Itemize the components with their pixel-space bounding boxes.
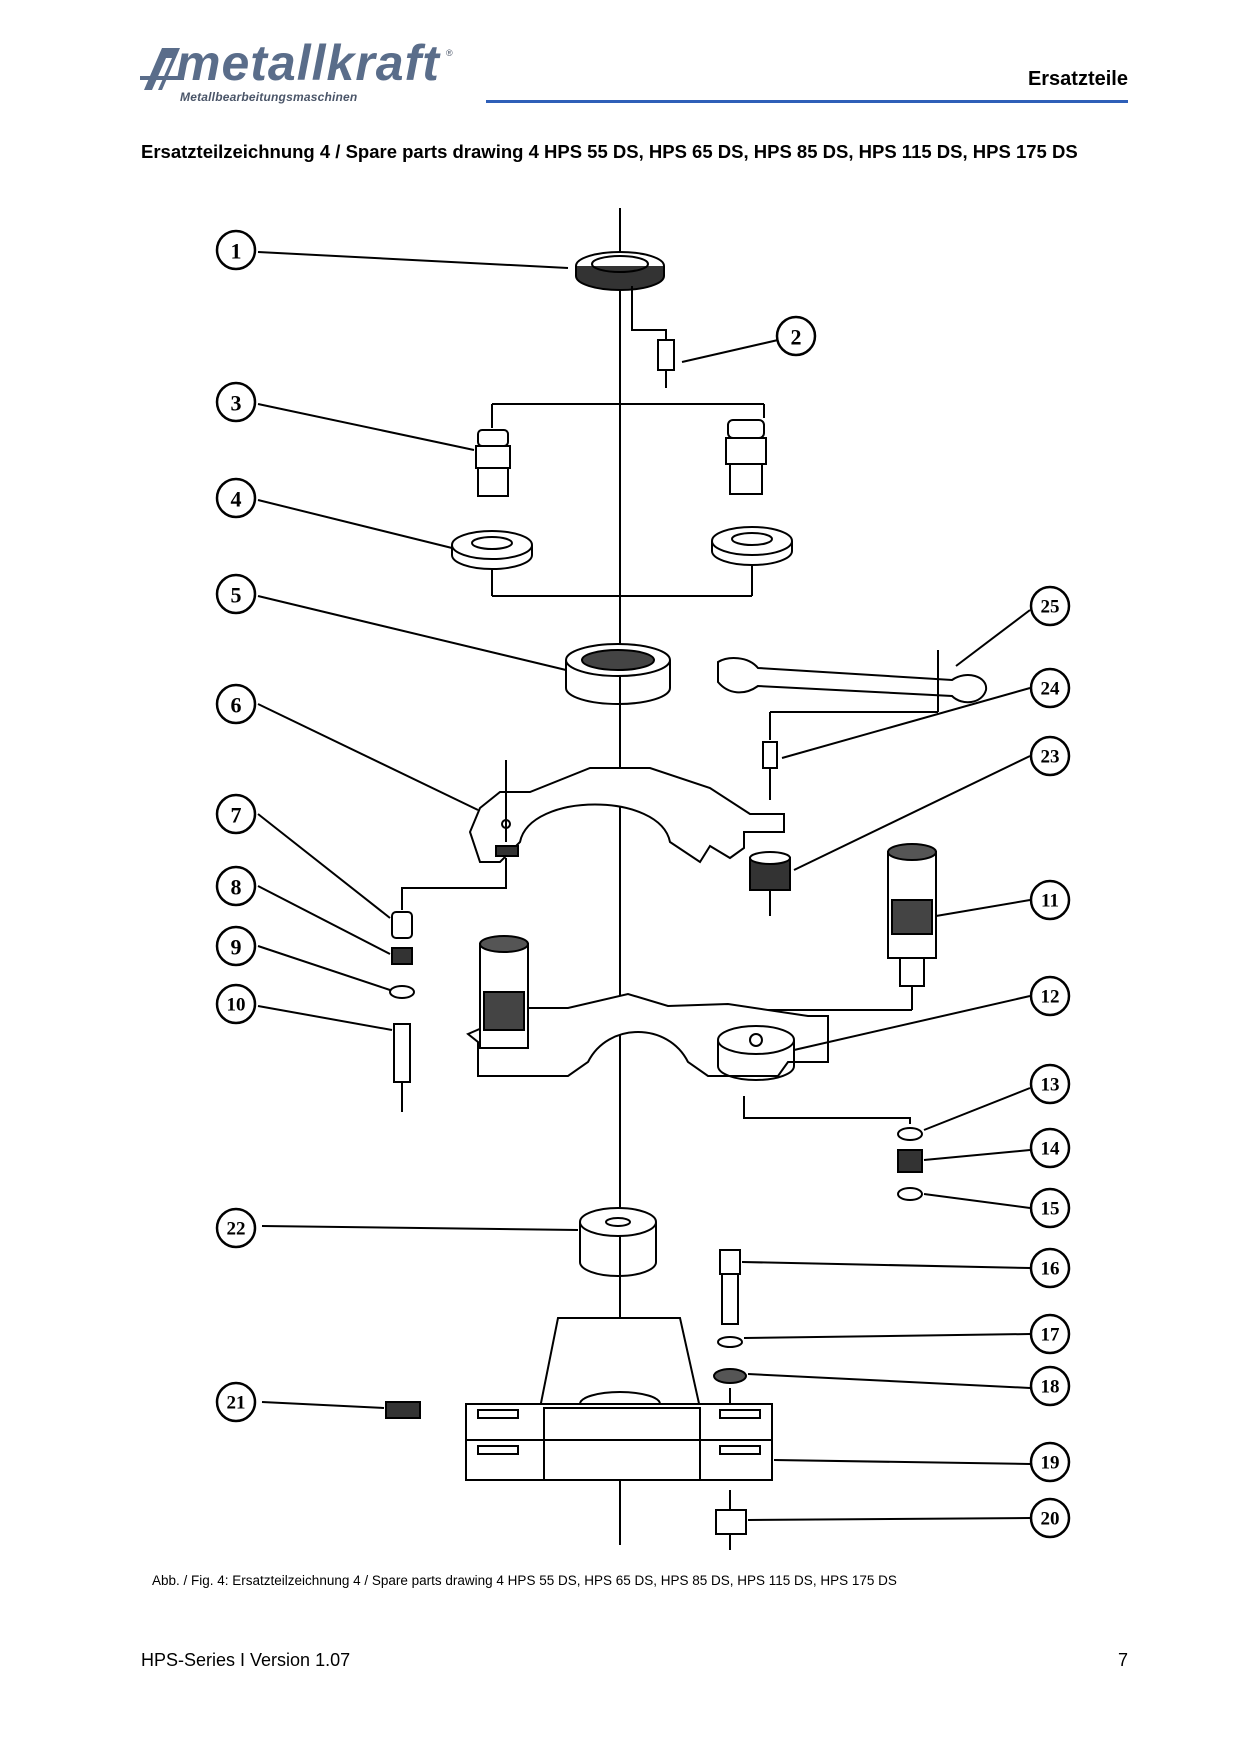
section-title: Ersatzteile xyxy=(1027,68,1128,90)
callout-22-circle xyxy=(215,1207,257,1249)
callout-1: 1 xyxy=(231,239,242,264)
callout-19-circle xyxy=(1029,1441,1071,1483)
callout-20: 20 xyxy=(1041,1509,1060,1530)
company-logo: metallkraft ® Metallbearbeitungsmaschine… xyxy=(140,38,470,106)
callout-18: 18 xyxy=(1041,1377,1060,1398)
footer-version: HPS-Series I Version 1.07 xyxy=(141,1650,351,1670)
callout-5-circle xyxy=(215,573,257,615)
callout-1-circle xyxy=(215,229,257,271)
callout-13: 13 xyxy=(1041,1075,1060,1096)
callout-15: 15 xyxy=(1041,1199,1060,1220)
logo-wordmark: metallkraft xyxy=(176,35,440,91)
logo-subtitle: Metallbearbeitungsmaschinen xyxy=(180,90,358,104)
callout-3-circle xyxy=(215,381,257,423)
callout-9-circle xyxy=(215,925,257,967)
figure-caption: Abb. / Fig. 4: Ersatzteilzeichnung 4 / S… xyxy=(152,1573,897,1588)
callout-14: 14 xyxy=(1041,1139,1061,1160)
callout-4: 4 xyxy=(231,487,242,512)
spare-parts-drawing: 1 2 3 4 5 6 7 8 9 10 11 12 13 14 15 16 1… xyxy=(215,208,1071,1550)
callout-15-circle xyxy=(1029,1187,1071,1229)
callout-22: 22 xyxy=(227,1219,246,1240)
callout-8: 8 xyxy=(231,875,242,900)
callout-20-circle xyxy=(1029,1497,1071,1539)
callout-6: 6 xyxy=(231,693,242,718)
callout-13-circle xyxy=(1029,1063,1071,1105)
page-title: Ersatzteilzeichnung 4 / Spare parts draw… xyxy=(141,141,1078,162)
callout-16: 16 xyxy=(1041,1259,1060,1280)
callout-23-circle xyxy=(1029,735,1071,777)
callout-11: 11 xyxy=(1041,891,1059,912)
callout-25: 25 xyxy=(1041,597,1060,618)
callout-9: 9 xyxy=(231,935,242,960)
callout-7-circle xyxy=(215,793,257,835)
callout-2-circle xyxy=(775,315,817,357)
callout-10: 10 xyxy=(227,995,246,1016)
callout-4-circle xyxy=(215,477,257,519)
callout-12: 12 xyxy=(1041,987,1060,1008)
callout-21: 21 xyxy=(227,1393,246,1414)
page-number: 7 xyxy=(1117,1650,1128,1670)
callout-14-circle xyxy=(1029,1127,1071,1169)
callout-3: 3 xyxy=(231,391,242,416)
callout-23: 23 xyxy=(1041,747,1060,768)
callout-5: 5 xyxy=(231,583,242,608)
callout-7: 7 xyxy=(231,803,242,828)
callout-24: 24 xyxy=(1041,679,1061,700)
callout-17-circle xyxy=(1029,1313,1071,1355)
callout-10-circle xyxy=(215,983,257,1025)
callout-25-circle xyxy=(1029,585,1071,627)
callout-24-circle xyxy=(1029,667,1071,709)
header-rule xyxy=(486,100,1128,103)
logo-mark-icon xyxy=(140,48,184,90)
callout-21-circle xyxy=(215,1381,257,1423)
callout-6-circle xyxy=(215,683,257,725)
callout-16-circle xyxy=(1029,1247,1071,1289)
registered-mark: ® xyxy=(446,48,453,58)
callout-18-circle xyxy=(1029,1365,1071,1407)
callout-2: 2 xyxy=(791,325,802,350)
callout-12-circle xyxy=(1029,975,1071,1017)
callout-19: 19 xyxy=(1041,1453,1060,1474)
callout-11-circle xyxy=(1029,879,1071,921)
callout-8-circle xyxy=(215,865,257,907)
callout-17: 17 xyxy=(1041,1325,1061,1346)
